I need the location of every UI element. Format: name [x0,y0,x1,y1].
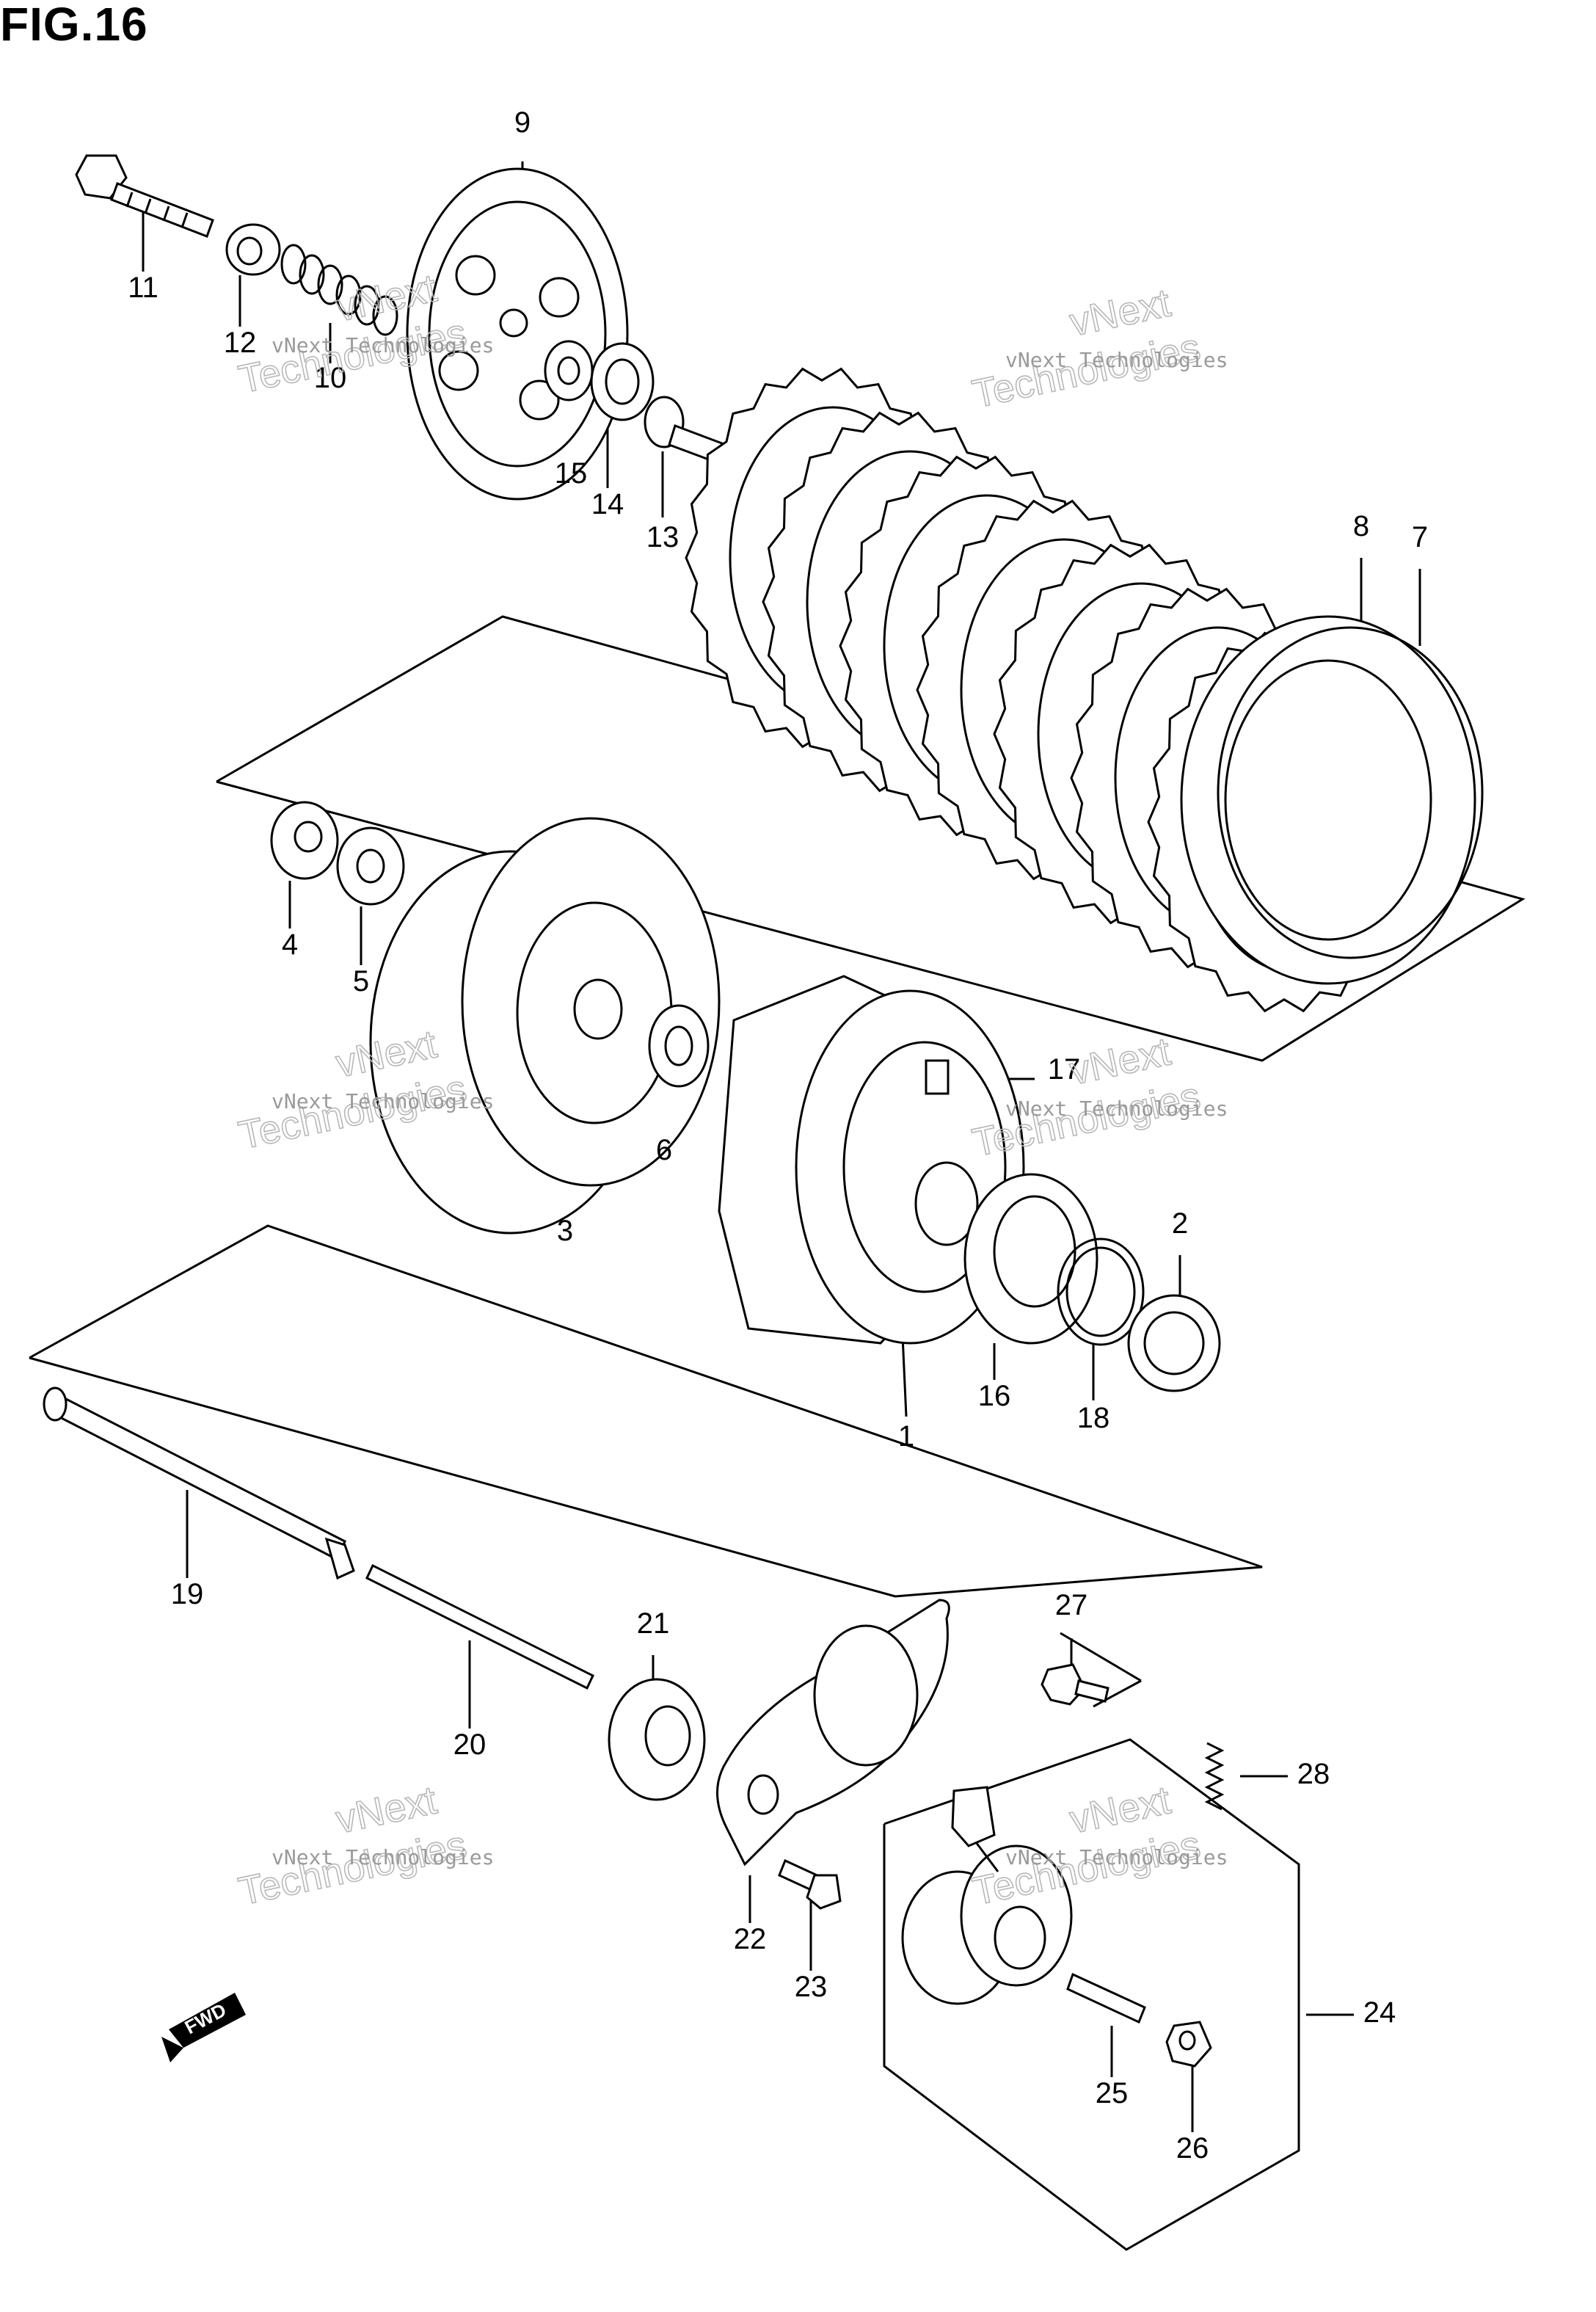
part-19-pushrod [43,1386,355,1580]
assembly-frames [29,615,1526,2251]
watermark-small: vNext Technologies [272,1845,494,1869]
part-12-washer [225,223,281,276]
callout-11: 11 [128,272,158,304]
part-11-bolt [75,154,214,238]
part-25-stud [1066,1972,1146,2024]
callout-16: 16 [978,1380,1011,1412]
callout-23: 23 [795,1971,828,2003]
callout-1: 1 [898,1420,914,1453]
part-26-nut [1165,2021,1212,2068]
part-18-circlip [1057,1237,1145,1346]
callout-6: 6 [656,1134,672,1166]
figure-title: FIG.16 [0,0,148,51]
part-5-lock-washer [336,826,405,906]
callout-27: 27 [1055,1589,1088,1621]
watermark-small: vNext Technologies [272,333,494,357]
callout-7: 7 [1412,521,1428,553]
callout-15: 15 [555,457,588,490]
callout-4: 4 [282,928,298,961]
part-7-8-front-plates [1180,615,1484,985]
callout-8: 8 [1353,510,1369,542]
callout-12: 12 [224,327,257,359]
part-21-oil-seal [608,1678,706,1801]
part-10-spring [280,244,398,336]
watermark-small: vNext Technologies [1005,348,1228,372]
callout-14: 14 [591,488,624,520]
part-4-nut [270,801,339,880]
callout-22: 22 [734,1923,767,1955]
watermark-small: vNext Technologies [272,1089,494,1113]
leader-1 [901,1335,908,1417]
callout-25: 25 [1096,2077,1129,2109]
part-14-bearing [590,342,655,421]
sensor-frame [883,1738,1300,2251]
part-22-gasket [716,1599,950,1866]
callout-20: 20 [453,1728,487,1761]
middle-frame [29,1224,1263,1598]
part-20-pushrod [365,1563,594,1690]
part-3-clutch-hub [369,817,721,1235]
callout-13: 13 [646,521,679,553]
part-28-spring [1204,1742,1225,1811]
callout-28: 28 [1297,1758,1330,1790]
callout-18: 18 [1077,1402,1110,1434]
part-6-spacer [648,1004,710,1088]
fwd-arrow-icon: FWD [161,1993,246,2062]
part-27-bolt [1041,1663,1109,1706]
part-16-thrust-washer [963,1173,1098,1345]
callout-19: 19 [171,1578,204,1610]
watermark-small: vNext Technologies [1005,1845,1228,1869]
callout-21: 21 [637,1607,670,1640]
callout-9: 9 [514,106,531,139]
callout-3: 3 [557,1215,573,1247]
part-23-bolt [778,1858,842,1910]
part-2-washer [1127,1294,1221,1392]
watermark-small: vNext Technologies [1005,1097,1228,1121]
part-9-pressure-plate [406,167,629,501]
callout-2: 2 [1172,1207,1188,1240]
callout-labels: 1234567891011121314151617181920212223242… [128,106,1428,2164]
upper-frame [216,615,1526,1062]
part-24-sensor [901,1786,1073,2005]
callout-5: 5 [353,965,369,997]
callout-24: 24 [1363,1996,1396,2029]
callout-26: 26 [1176,2132,1209,2164]
callout-17: 17 [1048,1053,1081,1086]
part-15-washer [544,340,594,401]
callout-10: 10 [314,362,347,394]
